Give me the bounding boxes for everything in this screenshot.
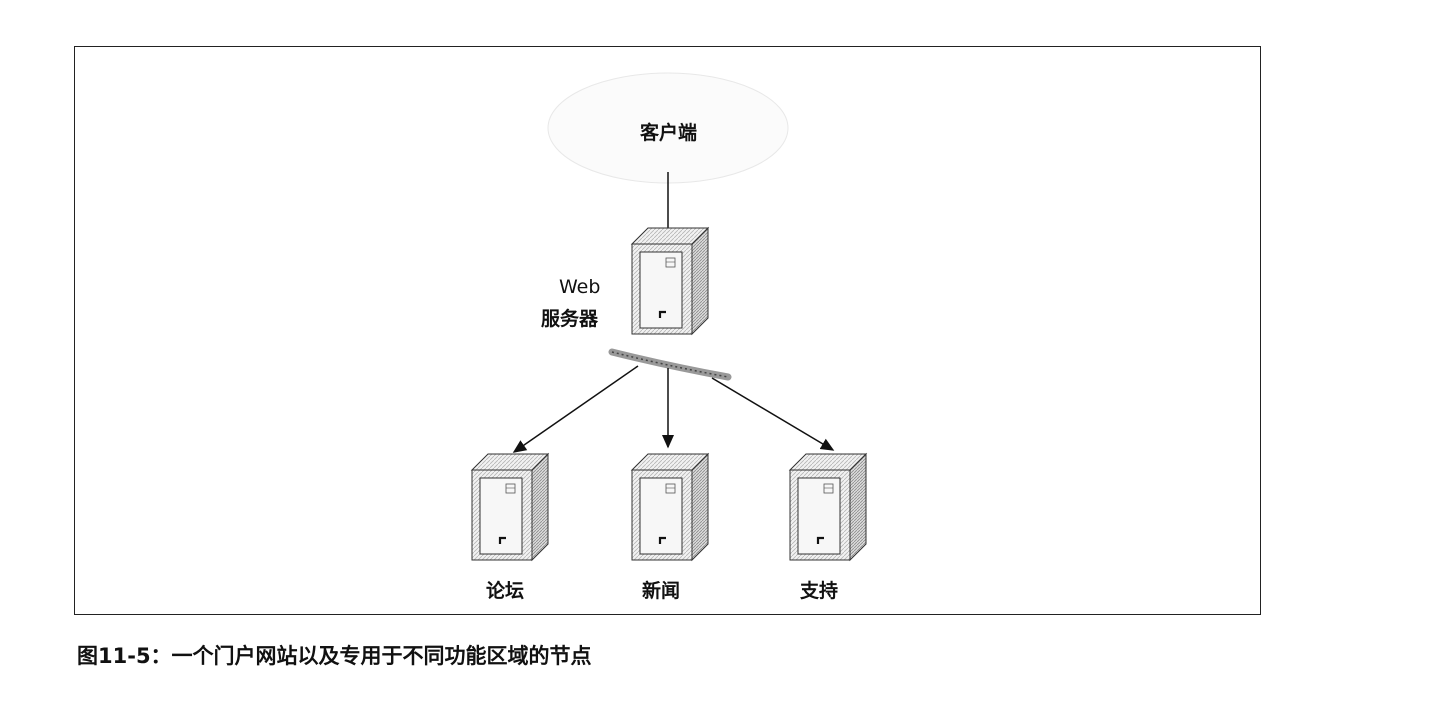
node-label-forum: 论坛 <box>486 580 525 602</box>
client-label: 客户端 <box>640 122 698 144</box>
web-server-label-line2: 服务器 <box>541 308 599 330</box>
figure-frame <box>74 46 1261 615</box>
figure-caption: 图11-5：一个门户网站以及专用于不同功能区域的节点 <box>77 644 592 668</box>
node-label-news: 新闻 <box>642 580 681 602</box>
node-label-support: 支持 <box>800 580 839 602</box>
web-server-label-line1: Web <box>559 276 601 298</box>
arrow-web-to-support <box>711 377 835 451</box>
network-link-icon <box>608 348 732 381</box>
arrow-web-to-forum <box>512 365 639 453</box>
